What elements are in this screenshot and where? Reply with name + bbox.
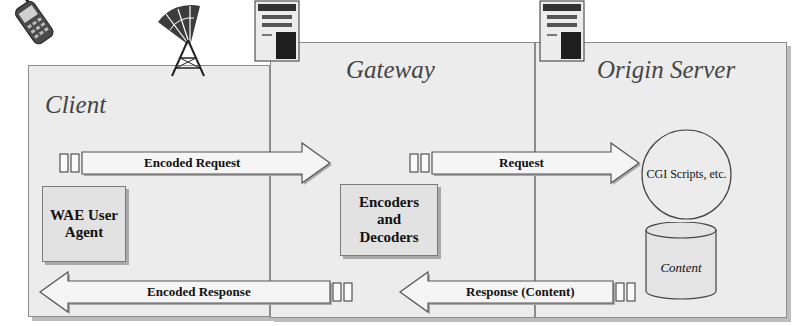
block-arrow (82, 143, 332, 185)
content-cylinder: Content (645, 222, 717, 300)
arrow-body (432, 143, 639, 183)
port-symbol (60, 154, 79, 172)
arrow-label: Encoded Response (145, 284, 253, 300)
block-arrow (400, 272, 615, 314)
antenna-tower-icon (158, 5, 204, 76)
block-arrow (432, 143, 641, 185)
panel-frames (29, 43, 792, 323)
node-label: CGI Scripts, etc. (647, 168, 727, 182)
arrow-label: Request (497, 155, 546, 171)
panel-frame (536, 43, 787, 318)
user-agent-box: WAE User Agent (42, 186, 126, 262)
server-tower-icon (255, 1, 299, 61)
arrow-label: Response (Content) (464, 284, 577, 300)
arrow-label: Encoded Request (142, 155, 242, 171)
origin-server-panel: Origin ServerCGI Scripts, etc. Content (535, 42, 787, 318)
port-symbol (410, 154, 429, 172)
panel-title: Gateway (346, 56, 435, 84)
codec-box: Encoders and Decoders (340, 184, 438, 256)
server-tower-icon (540, 1, 584, 61)
node-label: WAE User Agent (49, 207, 119, 242)
block-arrow (40, 272, 332, 314)
panel-title: Origin Server (597, 56, 735, 84)
cgi-circle: CGI Scripts, etc. (641, 129, 732, 220)
mobile-phone-icon (7, 0, 55, 46)
port-symbol (616, 283, 635, 301)
port-symbol (333, 283, 352, 301)
gateway-panel: GatewayEncoders and Decoders (270, 42, 535, 318)
node-label: Encoders and Decoders (347, 194, 431, 246)
panel-title: Client (45, 91, 106, 119)
arrow-body (400, 272, 613, 312)
node-label: Content (660, 261, 701, 276)
arrow-body (82, 143, 330, 183)
client-panel: ClientWAE User Agent (28, 65, 270, 317)
arrow-body (40, 272, 330, 312)
